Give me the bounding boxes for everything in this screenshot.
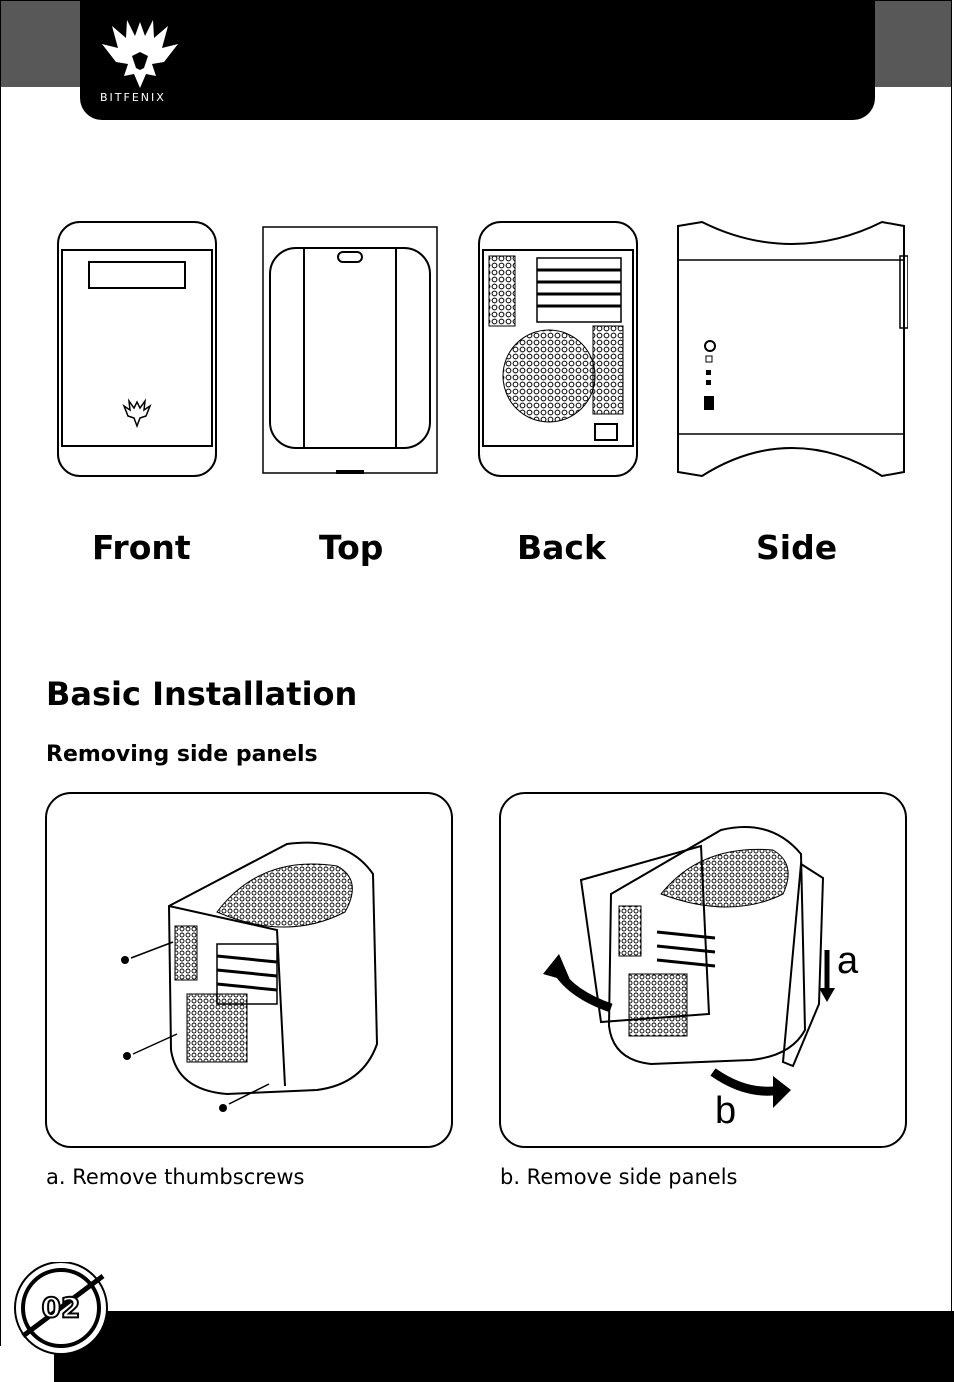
side-view-diagram [677, 220, 908, 478]
remove-side-panels-illustration [543, 826, 835, 1108]
front-view-diagram [57, 221, 217, 477]
step-a-illustration-box [45, 792, 453, 1148]
remove-thumbscrews-illustration [121, 841, 379, 1112]
header-band [80, 1, 875, 120]
section-subtitle: Removing side panels [46, 742, 318, 767]
top-label: Top [319, 528, 384, 567]
brand-wordmark: BITFENIX [100, 91, 166, 104]
back-view-diagram [478, 221, 638, 477]
arrow-label-b: b [715, 1090, 737, 1132]
front-label: Front [92, 528, 191, 567]
bitfenix-logo-icon [102, 20, 178, 88]
step-a-caption: a. Remove thumbscrews [46, 1165, 305, 1189]
header-corner-right [873, 1, 951, 87]
step-b-illustration-box: a b [499, 792, 907, 1148]
section-title: Basic Installation [46, 675, 358, 713]
side-label: Side [756, 528, 838, 567]
header-corner-left [1, 1, 81, 87]
footer-band [52, 1311, 954, 1382]
top-view-diagram [262, 226, 438, 474]
step-b-caption: b. Remove side panels [500, 1165, 738, 1189]
arrow-label-a: a [837, 940, 859, 982]
back-label: Back [517, 528, 606, 567]
page-number-badge: 02 [14, 1262, 108, 1355]
page-number: 02 [42, 1291, 81, 1324]
